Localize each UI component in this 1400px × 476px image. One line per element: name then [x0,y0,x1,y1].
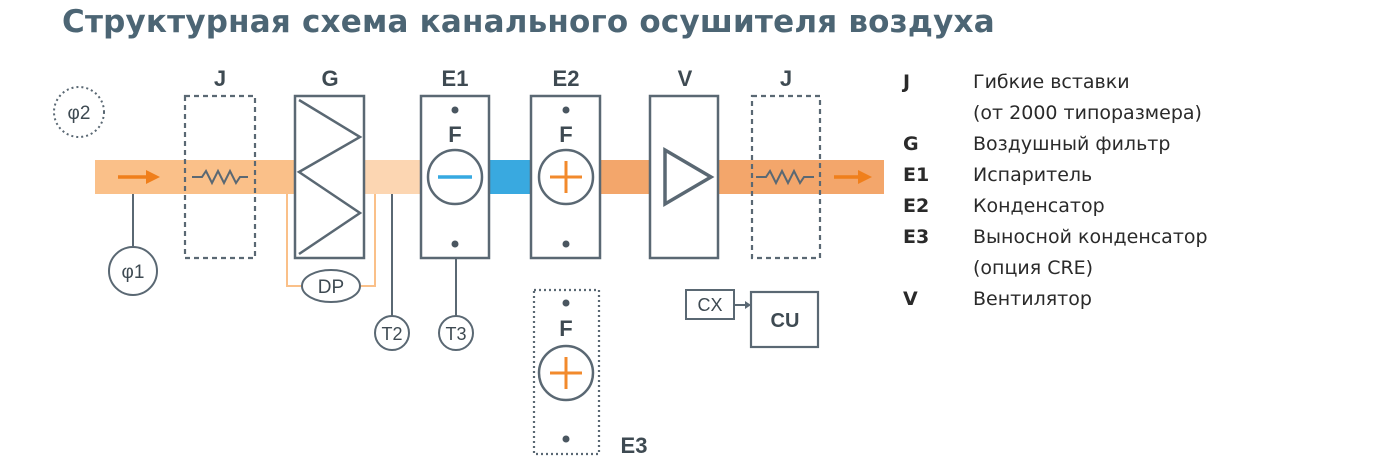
phi2-label: φ2 [68,103,91,124]
condenser-e2: E2 F [529,66,602,260]
spring-icon [192,168,248,186]
duct-section-after-g [364,160,421,194]
cx-label: CX [697,295,722,315]
legend-item: E1 Испаритель [903,160,1208,191]
legend-description: Испаритель [973,160,1092,191]
legend-description: Вентилятор [973,284,1092,315]
remote-condenser-e3: F E3 [532,288,648,458]
t2-label: T2 [381,324,402,344]
phi1-label: φ1 [122,262,145,283]
legend-description-line: Выносной конденсатор [973,226,1208,248]
duct-section-after-v [718,160,752,194]
compressor-block: CX CU [685,289,820,349]
spring-icon [756,168,814,186]
v-label: V [678,66,693,91]
legend-description-line: Гибкие вставки [973,71,1130,93]
humidity-sensor-phi2: φ2 [53,86,105,138]
legend: J Гибкие вставки (от 2000 типоразмера) G… [903,67,1208,315]
e1-label: E1 [442,66,469,91]
temperature-sensor-t2: T2 [374,194,410,351]
legend-code: E1 [903,164,930,186]
humidity-sensor-phi1: φ1 [108,194,158,296]
j-inlet-label: J [214,66,226,91]
e1-f-label: F [448,122,461,147]
flexible-insert-inlet: J [183,66,257,260]
duct-section-after-j [255,160,295,194]
legend-code: E3 [903,226,930,248]
legend-description-line: Конденсатор [973,195,1105,217]
legend-code: G [903,133,919,155]
plus-icon [550,357,582,389]
duct-section-warm [600,160,650,194]
legend-description-line: (от 2000 типоразмера) [973,102,1202,124]
legend-code: J [903,71,911,93]
plus-icon [550,161,582,193]
t3-label: T3 [445,324,466,344]
legend-description: Воздушный фильтр [973,129,1170,160]
legend-item: J Гибкие вставки (от 2000 типоразмера) [903,67,1208,129]
e2-label: E2 [553,66,580,91]
flexible-insert-outlet: J [750,66,822,260]
fan-triangle-icon [663,146,715,208]
temperature-sensor-t3: T3 [438,258,474,351]
legend-item: V Вентилятор [903,284,1208,315]
legend-description: Выносной конденсатор (опция CRE) [973,222,1208,284]
filter-zigzag-icon [296,98,363,256]
e3-label: E3 [621,433,648,458]
legend-code: E2 [903,195,930,217]
inlet-arrow-icon [118,170,160,184]
cu-label: CU [771,310,800,332]
evaporator-e1: E1 F [419,66,491,260]
j-outlet-label: J [780,66,792,91]
dp-label: DP [318,277,344,298]
legend-code: V [903,288,918,310]
legend-description: Гибкие вставки (от 2000 типоразмера) [973,67,1202,129]
legend-description: Конденсатор [973,191,1105,222]
outlet-arrow-icon [834,170,872,184]
legend-description-line: Воздушный фильтр [973,133,1171,155]
legend-item: E3 Выносной конденсатор (опция CRE) [903,222,1208,284]
legend-description-line: Вентилятор [973,288,1092,310]
legend-description-line: (опция CRE) [973,257,1094,279]
diagram-title: Структурная схема канального осушителя в… [62,4,995,40]
air-filter: G [293,66,366,260]
duct-section-cold [489,160,531,194]
e3-f-label: F [559,316,572,341]
fan-v: V [648,66,720,260]
differential-pressure-sensor: DP [286,194,376,303]
legend-description-line: Испаритель [973,164,1093,186]
g-label: G [321,66,338,91]
e2-f-label: F [559,122,572,147]
legend-item: G Воздушный фильтр [903,129,1208,160]
legend-item: E2 Конденсатор [903,191,1208,222]
